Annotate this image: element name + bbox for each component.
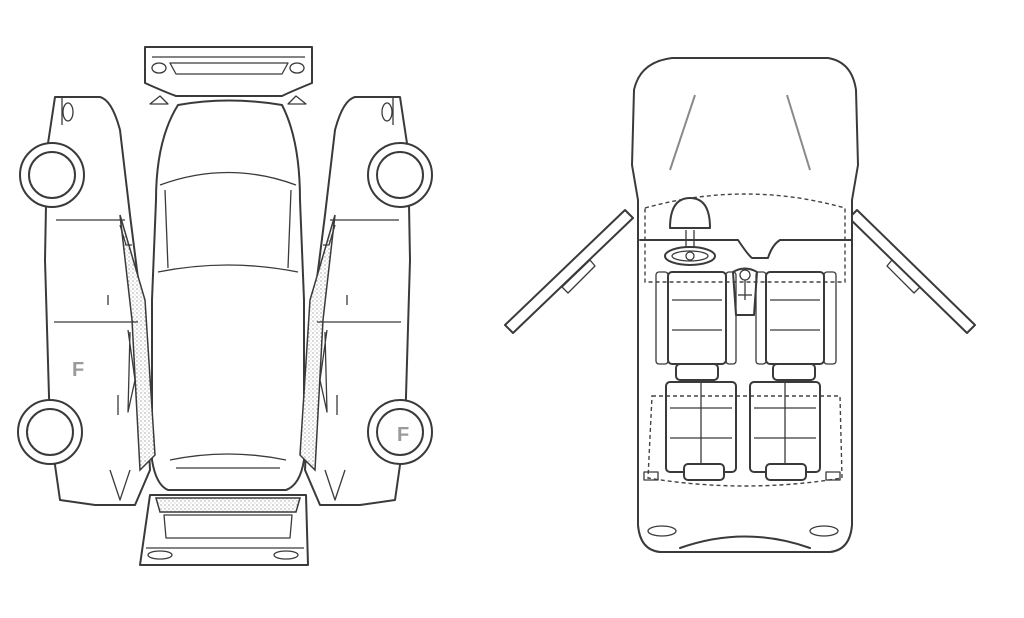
exploded-car-view: F F bbox=[17, 46, 433, 566]
car-body-top bbox=[151, 99, 305, 491]
right-open-door bbox=[848, 209, 976, 334]
rear-left-seat bbox=[665, 381, 737, 481]
right-wheel-mark: F bbox=[397, 424, 409, 446]
front-left-seat bbox=[655, 271, 737, 381]
rear-right-seat bbox=[749, 381, 821, 481]
left-open-door bbox=[504, 209, 634, 334]
left-side-panel: F bbox=[17, 96, 156, 506]
rear-bumper bbox=[139, 494, 309, 566]
front-right-seat bbox=[755, 271, 837, 381]
interior-body bbox=[631, 57, 859, 553]
gear-shift bbox=[732, 267, 758, 316]
interior-top-view bbox=[504, 57, 976, 553]
right-side-panel: F bbox=[299, 96, 433, 506]
front-bumper bbox=[144, 46, 313, 105]
steering-wheel bbox=[664, 197, 716, 266]
left-panel-mark: F bbox=[72, 359, 84, 381]
